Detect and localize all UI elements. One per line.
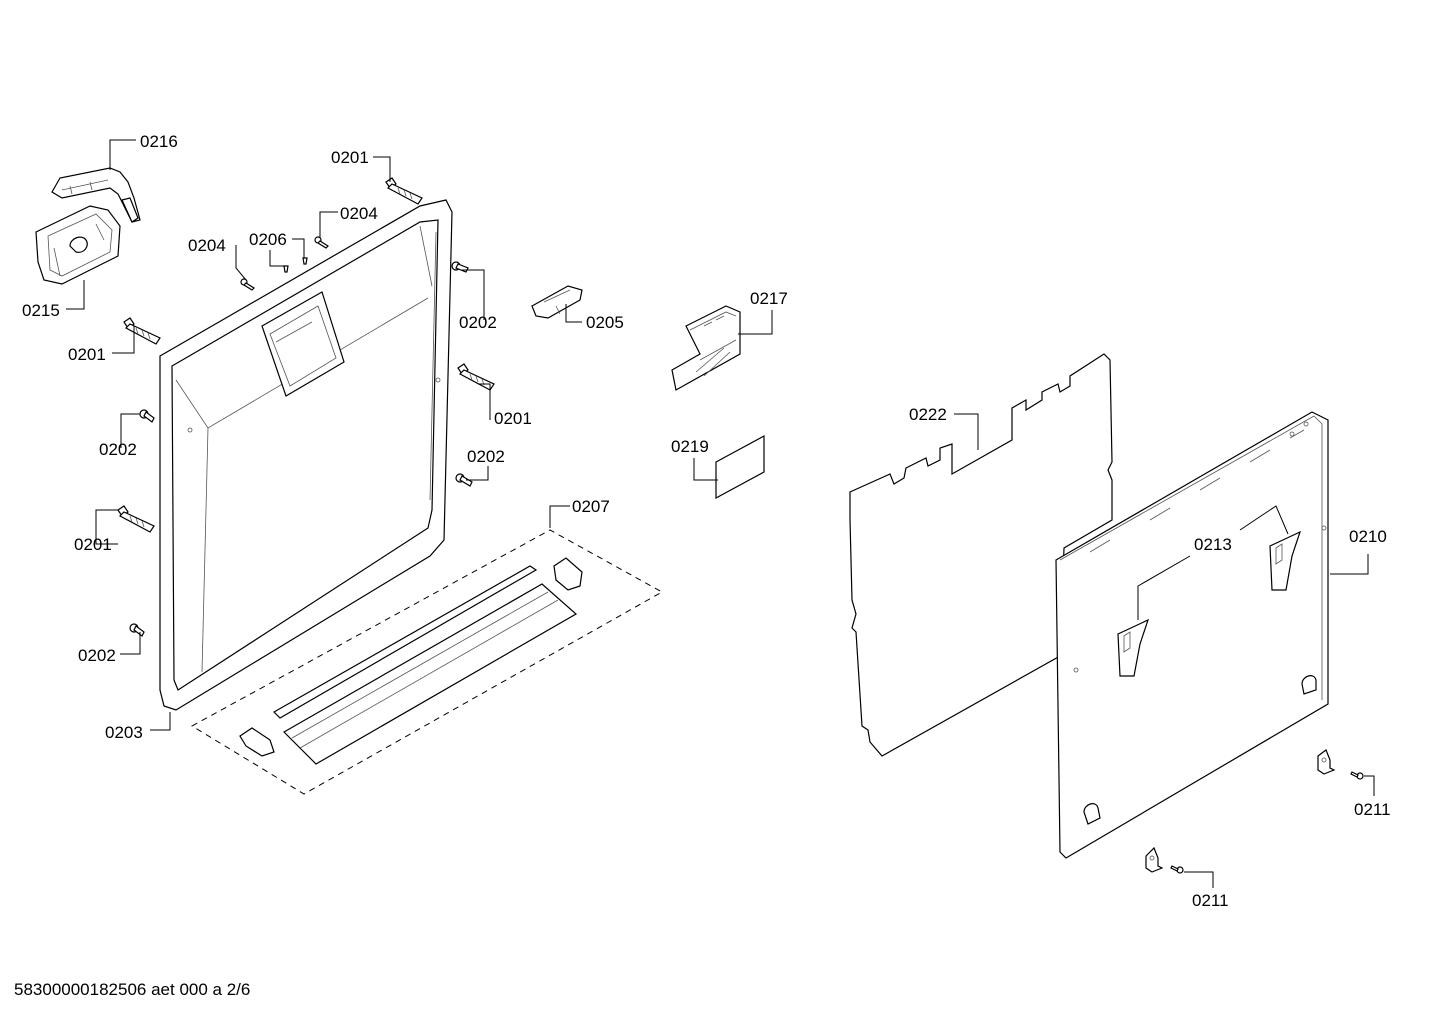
label-0203: 0203 [105,723,143,742]
label-0202-left-lower: 0202 [78,646,116,665]
part-0205 [531,285,583,319]
label-0204-top: 0204 [340,204,378,223]
part-0211-clip-right [1317,749,1336,775]
label-0201-top: 0201 [331,148,369,167]
label-0210: 0210 [1349,527,1387,546]
label-0204-left: 0204 [188,236,226,255]
part-0219 [715,434,765,500]
screw-0206-a [283,265,289,273]
part-0211-screw-right [1350,771,1364,780]
label-0202-top-right: 0202 [459,313,497,332]
label-0201-right: 0201 [494,409,532,428]
part-0217 [671,305,741,391]
screw-0201-top [385,177,423,205]
callout-labels: 0216 0215 0201 0201 0201 0201 0204 0204 … [22,132,1391,910]
part-0203 [159,199,453,711]
label-0217: 0217 [750,289,788,308]
screw-0201-right [457,363,495,391]
plug-0202-left-upper [139,409,155,423]
part-0215 [35,205,121,285]
part-0213-hook-left [1117,618,1150,677]
label-0215: 0215 [22,301,60,320]
screw-0204-left [240,278,255,291]
screw-0201-left-upper [123,317,161,345]
part-0207-kit [190,529,664,795]
screw-0204-top [314,236,329,249]
part-0211-screw-bottom [1170,865,1184,874]
part-0210 [1055,411,1329,859]
plug-0202-left-lower [129,623,145,637]
label-0222: 0222 [909,405,947,424]
label-0219: 0219 [671,437,709,456]
label-0205: 0205 [586,313,624,332]
label-0201-left-upper: 0201 [68,345,106,364]
part-0213-hook-right [1269,530,1302,591]
label-0216: 0216 [140,132,178,151]
label-0211-right: 0211 [1354,800,1391,819]
part-0222 [849,353,1113,757]
leader-lines [66,139,1375,888]
label-0211-bottom: 0211 [1192,891,1229,910]
label-0201-left-lower: 0201 [74,535,112,554]
label-0202-right: 0202 [467,447,505,466]
label-0206: 0206 [249,230,287,249]
label-0207: 0207 [572,497,610,516]
plug-0202-top-right [451,261,469,273]
label-0213: 0213 [1194,535,1232,554]
label-0202-left-upper: 0202 [99,440,137,459]
part-0211-clip-bottom [1145,846,1164,873]
drawing-reference-number: 58300000182506 aet 000 a 2/6 [14,980,251,999]
screw-0206-b [302,257,308,265]
screw-0201-left-lower [117,505,155,533]
